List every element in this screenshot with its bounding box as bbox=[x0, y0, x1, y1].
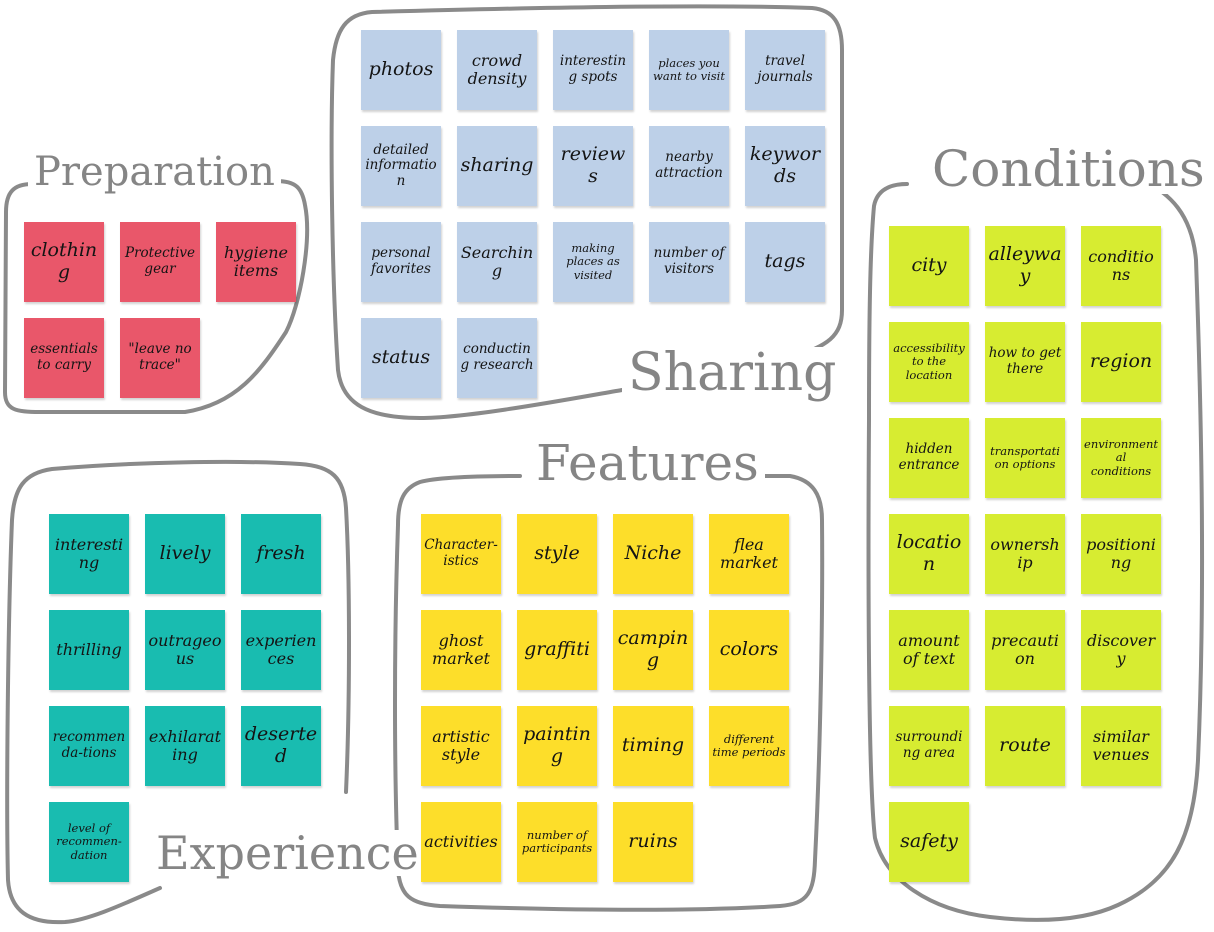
sticky-note-lively[interactable]: lively bbox=[145, 514, 225, 594]
sticky-note-clothing[interactable]: clothing bbox=[24, 222, 104, 302]
sticky-note-experiences[interactable]: experiences bbox=[241, 610, 321, 690]
sticky-note-artistic-style[interactable]: artistic style bbox=[421, 706, 501, 786]
sticky-note-number-of-participants[interactable]: number of participants bbox=[517, 802, 597, 882]
sticky-note-hidden-entrance[interactable]: hidden entrance bbox=[889, 418, 969, 498]
sticky-note-precaution[interactable]: precaution bbox=[985, 610, 1065, 690]
sticky-note-ownership[interactable]: ownership bbox=[985, 514, 1065, 594]
sticky-note-safety[interactable]: safety bbox=[889, 802, 969, 882]
sticky-note-status[interactable]: status bbox=[361, 318, 441, 398]
sticky-note-environmental-conditions[interactable]: environmental conditions bbox=[1081, 418, 1161, 498]
sticky-note-alleyway[interactable]: alleyway bbox=[985, 226, 1065, 306]
sticky-note-thrilling[interactable]: thrilling bbox=[49, 610, 129, 690]
sticky-note-niche[interactable]: Niche bbox=[613, 514, 693, 594]
sticky-note-places-you-want-to-visit[interactable]: places you want to visit bbox=[649, 30, 729, 110]
sticky-note-character-istics[interactable]: Character-istics bbox=[421, 514, 501, 594]
sticky-note-city[interactable]: city bbox=[889, 226, 969, 306]
experiences-title: Experiences bbox=[150, 830, 449, 876]
sticky-note-transportation-options[interactable]: transportation options bbox=[985, 418, 1065, 498]
sticky-note-making-places-as-visited[interactable]: making places as visited bbox=[553, 222, 633, 302]
sticky-note-surrounding-area[interactable]: surrounding area bbox=[889, 706, 969, 786]
sticky-note-fresh[interactable]: fresh bbox=[241, 514, 321, 594]
sticky-note-flea-market[interactable]: flea market bbox=[709, 514, 789, 594]
sticky-note-travel-journals[interactable]: travel journals bbox=[745, 30, 825, 110]
sticky-note-recommenda-tions[interactable]: recommenda-tions bbox=[49, 706, 129, 786]
sticky-note-different-time-periods[interactable]: different time periods bbox=[709, 706, 789, 786]
preparation-title: Preparation bbox=[28, 152, 281, 192]
sticky-note-activities[interactable]: activities bbox=[421, 802, 501, 882]
sticky-note-protective-gear[interactable]: Protective gear bbox=[120, 222, 200, 302]
sticky-note-number-of-visitors[interactable]: number of visitors bbox=[649, 222, 729, 302]
sticky-note-essentials-to-carry[interactable]: essentials to carry bbox=[24, 318, 104, 398]
sticky-note-personal-favorites[interactable]: personal favorites bbox=[361, 222, 441, 302]
sticky-note-reviews[interactable]: reviews bbox=[553, 126, 633, 206]
sticky-note-leave-no-trace[interactable]: "leave no trace" bbox=[120, 318, 200, 398]
sticky-note-conditions[interactable]: conditions bbox=[1081, 226, 1161, 306]
conditions-title: Conditions bbox=[926, 144, 1211, 194]
sticky-note-photos[interactable]: photos bbox=[361, 30, 441, 110]
sticky-note-colors[interactable]: colors bbox=[709, 610, 789, 690]
sticky-note-exhilarating[interactable]: exhilarating bbox=[145, 706, 225, 786]
sharing-title: Sharing bbox=[622, 347, 843, 399]
sticky-note-nearby-attraction[interactable]: nearby attraction bbox=[649, 126, 729, 206]
features-title: Features bbox=[530, 438, 765, 488]
sticky-note-accessibility-to-the-location[interactable]: accessibility to the location bbox=[889, 322, 969, 402]
sticky-note-crowd-density[interactable]: crowd density bbox=[457, 30, 537, 110]
sticky-note-hygiene-items[interactable]: hygiene items bbox=[216, 222, 296, 302]
sticky-note-deserted[interactable]: deserted bbox=[241, 706, 321, 786]
sticky-note-region[interactable]: region bbox=[1081, 322, 1161, 402]
sticky-note-graffiti[interactable]: graffiti bbox=[517, 610, 597, 690]
sticky-note-interesting[interactable]: interesting bbox=[49, 514, 129, 594]
sticky-note-keywords[interactable]: keywords bbox=[745, 126, 825, 206]
sticky-note-ruins[interactable]: ruins bbox=[613, 802, 693, 882]
sticky-note-amount-of-text[interactable]: amount of text bbox=[889, 610, 969, 690]
sticky-note-sharing[interactable]: sharing bbox=[457, 126, 537, 206]
sticky-note-discovery[interactable]: discovery bbox=[1081, 610, 1161, 690]
sticky-note-route[interactable]: route bbox=[985, 706, 1065, 786]
sticky-note-how-to-get-there[interactable]: how to get there bbox=[985, 322, 1065, 402]
sticky-note-painting[interactable]: painting bbox=[517, 706, 597, 786]
sticky-note-tags[interactable]: tags bbox=[745, 222, 825, 302]
sticky-note-ghost-market[interactable]: ghost market bbox=[421, 610, 501, 690]
sticky-note-conducting-research[interactable]: conducting research bbox=[457, 318, 537, 398]
sticky-note-style[interactable]: style bbox=[517, 514, 597, 594]
sticky-note-detailed-information[interactable]: detailed information bbox=[361, 126, 441, 206]
sticky-note-location[interactable]: location bbox=[889, 514, 969, 594]
sticky-note-searching[interactable]: Searching bbox=[457, 222, 537, 302]
sticky-note-level-of-recommen-dation[interactable]: level of recommen-dation bbox=[49, 802, 129, 882]
sticky-note-camping[interactable]: camping bbox=[613, 610, 693, 690]
sticky-note-positioning[interactable]: positioning bbox=[1081, 514, 1161, 594]
sticky-note-similar-venues[interactable]: similar venues bbox=[1081, 706, 1161, 786]
sticky-note-timing[interactable]: timing bbox=[613, 706, 693, 786]
sticky-note-interesting-spots[interactable]: interesting spots bbox=[553, 30, 633, 110]
sticky-note-outrageous[interactable]: outrageous bbox=[145, 610, 225, 690]
